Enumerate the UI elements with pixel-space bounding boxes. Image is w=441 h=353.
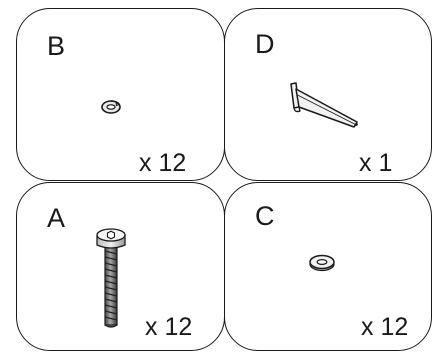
panel-letter: D [255, 31, 275, 58]
allen-key-icon [285, 81, 365, 131]
quantity-label: x 12 [139, 151, 186, 176]
split-lock-washer-icon [97, 95, 137, 119]
panel-a: A [16, 182, 225, 351]
quantity-label: x 1 [359, 151, 392, 176]
hex-socket-bolt-icon [91, 227, 131, 331]
flat-washer-icon [305, 251, 339, 273]
quantity-label: x 12 [361, 315, 408, 340]
quantity-label: x 12 [145, 315, 192, 340]
panel-d: D x 1 [224, 8, 432, 181]
panel-letter: C [255, 203, 275, 230]
panel-letter: A [47, 205, 65, 232]
panel-b: B x 12 [16, 8, 225, 181]
panel-letter: B [47, 33, 65, 60]
panel-c: C x 12 [224, 182, 432, 351]
